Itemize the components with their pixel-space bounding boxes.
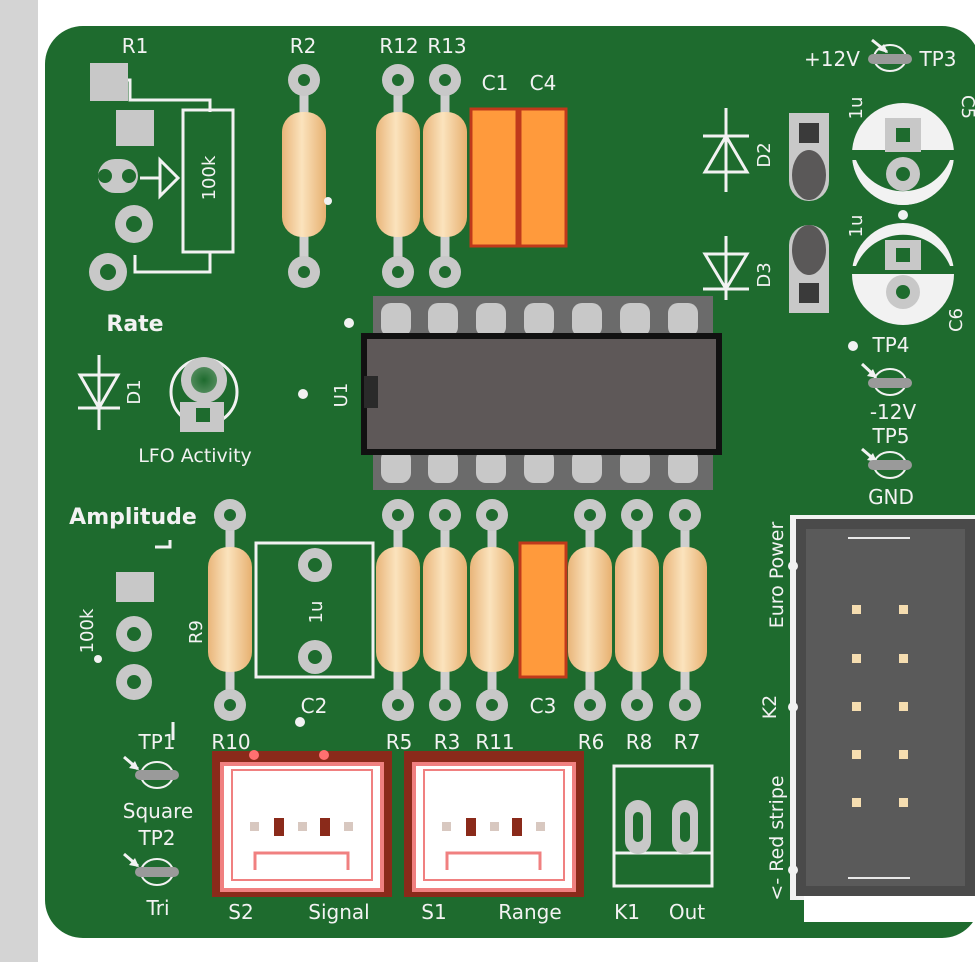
label-s2: S2 (228, 900, 253, 924)
resistor-r9 (208, 499, 252, 721)
label-r12: R12 (379, 34, 418, 58)
label-d2: D2 (754, 142, 775, 167)
capacitor-c6 (852, 223, 954, 325)
label-k1: K1 (614, 900, 640, 924)
label-square: Square (123, 799, 193, 823)
ic-u1 (298, 296, 722, 490)
label-r8: R8 (626, 730, 653, 754)
label-tri: Tri (145, 896, 169, 920)
label-tp2: TP2 (137, 826, 175, 850)
led-d1 (77, 355, 239, 432)
potentiometer-amplitude (94, 540, 175, 740)
capacitor-c2 (254, 541, 375, 727)
label-tp3-net: +12V (804, 47, 860, 71)
label-c3: C3 (530, 694, 557, 718)
label-r13: R13 (427, 34, 466, 58)
resistor-r11 (470, 499, 514, 721)
capacitor-c1 (469, 107, 519, 248)
label-signal: Signal (308, 900, 369, 924)
resistor-r7 (663, 499, 707, 721)
label-amplitude: Amplitude (69, 505, 197, 530)
label-c5-value: 1u (846, 97, 867, 120)
label-d3: D3 (754, 262, 775, 287)
label-r7: R7 (674, 730, 701, 754)
resistor-r8 (615, 499, 659, 721)
label-gnd: GND (868, 485, 914, 509)
resistor-r3 (423, 499, 467, 721)
resistor-r12 (376, 64, 420, 288)
resistor-r6 (568, 499, 612, 721)
side-panel (0, 0, 38, 962)
resistor-r5 (376, 499, 420, 721)
label-k2: K2 (759, 695, 781, 720)
label-c6-value: 1u (846, 215, 867, 238)
label-r1: R1 (122, 34, 149, 58)
resistor-r2 (282, 64, 332, 288)
label-c2-value: 1u (306, 601, 327, 624)
label-r11: R11 (475, 730, 514, 754)
label-range: Range (498, 900, 561, 924)
testpoint-tp3 (868, 38, 912, 72)
label-tp3: TP3 (918, 47, 956, 71)
label-c6: C6 (946, 308, 967, 332)
capacitor-c4 (518, 107, 568, 248)
label-tp5: TP5 (871, 424, 909, 448)
connector-s2 (212, 750, 392, 897)
testpoint-tp2 (123, 852, 179, 886)
label-u1: U1 (331, 383, 352, 408)
label-r2: R2 (290, 34, 317, 58)
label-lfo-activity: LFO Activity (138, 445, 252, 467)
label-tp4: TP4 (871, 333, 909, 357)
label-out: Out (669, 900, 705, 924)
label-r5: R5 (386, 730, 413, 754)
testpoint-tp5 (861, 447, 912, 479)
capacitor-c3 (518, 541, 568, 679)
connector-k2-euro-power (788, 515, 975, 922)
label-tp4-net: -12V (870, 400, 917, 424)
label-r9: R9 (186, 620, 207, 644)
resistor-r13 (423, 64, 467, 288)
label-euro-power: Euro Power (766, 522, 788, 629)
connector-k1 (612, 764, 714, 888)
label-amp-value: 100k (77, 608, 98, 653)
label-red-stripe: <- Red stripe (766, 775, 788, 900)
label-c4: C4 (530, 71, 557, 95)
silkscreen-labels: R1 R2 R12 R13 C1 C4 +12V TP3 100k D2 D3 … (69, 34, 975, 924)
label-pot-value: 100k (199, 155, 220, 200)
label-tp1: TP1 (137, 730, 175, 754)
label-r10: R10 (211, 730, 250, 754)
label-c5: C5 (957, 95, 975, 119)
potentiometer-r1 (89, 63, 235, 291)
label-d1: D1 (124, 379, 145, 404)
diode-d3 (702, 225, 829, 313)
label-s1: S1 (421, 900, 446, 924)
label-r3: R3 (434, 730, 461, 754)
diode-d2 (702, 108, 829, 201)
label-c1: C1 (482, 71, 509, 95)
label-c2: C2 (301, 694, 328, 718)
label-r6: R6 (578, 730, 605, 754)
testpoint-tp1 (123, 755, 179, 789)
testpoint-tp4 (848, 341, 912, 396)
connector-s1 (404, 751, 584, 897)
label-rate: Rate (106, 312, 163, 337)
capacitor-c5 (852, 103, 954, 205)
